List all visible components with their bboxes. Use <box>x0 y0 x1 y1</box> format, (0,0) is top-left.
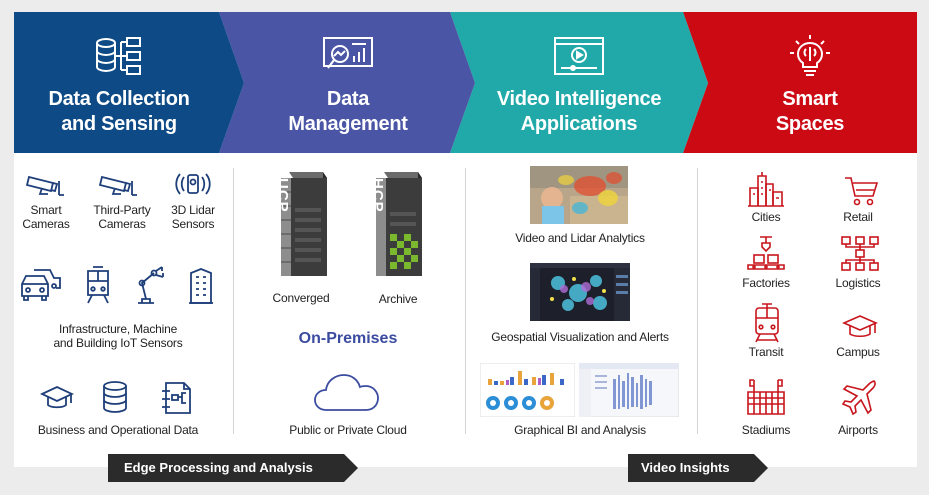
server-rack-icon <box>376 172 422 276</box>
stage-title-line: Smart <box>782 88 838 110</box>
stage-title-smart-spaces: Smart Spaces <box>712 87 908 137</box>
bi-dashboard-thumbnail <box>480 363 575 417</box>
cloud-icon <box>314 374 379 411</box>
edge-processing-label: Edge Processing and Analysis <box>124 460 313 475</box>
stage-title-video-intelligence: Video Intelligence Applications <box>478 87 680 137</box>
train-icon <box>87 266 109 304</box>
cloud-label: Public or Private Cloud <box>289 423 407 437</box>
graduation-cap-icon <box>40 386 74 409</box>
stage-title-data-collection: Data Collection and Sensing <box>24 87 214 137</box>
archive-label: Archive <box>378 292 418 306</box>
column-divider <box>233 168 234 434</box>
label-line: and Building IoT Sensors <box>53 336 183 350</box>
video-player-icon <box>554 37 604 75</box>
shopping-cart-icon <box>845 177 879 206</box>
stage-chevron-purple <box>219 12 475 153</box>
logistics-network-icon <box>841 236 879 271</box>
flowchart-document-icon <box>162 382 191 414</box>
airports-label: Airports <box>838 423 878 437</box>
ucp-server-name: UCP <box>274 178 291 213</box>
label-line: Smart <box>30 203 62 217</box>
label-line: Sensors <box>171 217 215 231</box>
cars-icon <box>21 269 61 301</box>
cctv-camera-icon <box>26 175 64 196</box>
lidar-sensors-label: 3D Lidar Sensors <box>160 203 226 231</box>
converged-label: Converged <box>272 291 330 305</box>
label-line: Cameras <box>98 217 146 231</box>
retail-label: Retail <box>843 210 873 224</box>
cities-label: Cities <box>751 210 781 224</box>
stage-title-data-management: Data Management <box>250 87 446 137</box>
stage-title-line: Management <box>288 113 408 135</box>
logistics-label: Logistics <box>835 276 881 290</box>
label-line: Third-Party <box>93 203 151 217</box>
campus-label: Campus <box>836 345 880 359</box>
cctv-camera-icon <box>99 175 137 196</box>
label-line: 3D Lidar <box>171 203 215 217</box>
data-analysis-magnifier-icon <box>323 37 373 69</box>
lidar-sensor-icon <box>175 173 211 195</box>
hcp-server-name: HCP <box>369 178 386 213</box>
column-divider <box>697 168 698 434</box>
geospatial-visualization-label: Geospatial Visualization and Alerts <box>491 330 669 344</box>
stadium-icon <box>747 379 785 415</box>
stage-chevron-blue <box>14 12 244 153</box>
server-rack-icon <box>281 172 327 276</box>
transit-label: Transit <box>748 345 784 359</box>
edge-processing-tag-shape <box>108 454 358 482</box>
stage-title-line: and Sensing <box>61 113 177 135</box>
database-icon <box>103 381 127 413</box>
video-insights-label: Video Insights <box>641 460 730 475</box>
stage-title-line: Applications <box>520 113 638 135</box>
database-network-icon <box>96 37 141 75</box>
label-line: Cameras <box>22 217 70 231</box>
video-insights-tag-shape <box>628 454 768 482</box>
factories-label: Factories <box>742 276 790 290</box>
graphical-bi-label: Graphical BI and Analysis <box>514 423 646 437</box>
on-premises-label: On-Premises <box>298 330 398 347</box>
building-icon <box>189 268 213 304</box>
stadiums-label: Stadiums <box>741 423 791 437</box>
tram-icon <box>755 303 779 343</box>
stage-title-line: Data <box>326 88 370 110</box>
airplane-icon <box>841 380 876 416</box>
stage-title-line: Spaces <box>775 113 845 135</box>
city-skyline-icon <box>748 172 784 207</box>
stage-chevron-red <box>683 12 917 153</box>
bi-heatmap-thumbnail <box>579 363 679 417</box>
header-banner <box>14 12 917 153</box>
stage-chevron-teal <box>450 12 708 153</box>
column-divider <box>465 168 466 434</box>
video-lidar-analytics-label: Video and Lidar Analytics <box>515 231 645 245</box>
stage-title-line: Video Intelligence <box>496 88 662 110</box>
graduation-cap-icon <box>842 315 878 338</box>
edge-processing-tag: Edge Processing and Analysis <box>124 457 313 479</box>
video-insights-tag: Video Insights <box>641 457 730 479</box>
iot-sensors-label: Infrastructure, Machine and Building IoT… <box>20 322 216 350</box>
geospatial-map-thumbnail <box>530 263 630 321</box>
label-line: Infrastructure, Machine <box>58 322 178 336</box>
video-analytics-thumbnail <box>530 166 628 224</box>
smart-cameras-label: Smart Cameras <box>16 203 76 231</box>
factory-conveyor-icon <box>747 236 785 270</box>
business-data-label: Business and Operational Data <box>37 423 199 437</box>
robot-arm-icon <box>138 266 164 304</box>
third-party-cameras-label: Third-Party Cameras <box>86 203 158 231</box>
stage-title-line: Data Collection <box>48 88 190 110</box>
brain-lightbulb-icon <box>790 35 830 76</box>
